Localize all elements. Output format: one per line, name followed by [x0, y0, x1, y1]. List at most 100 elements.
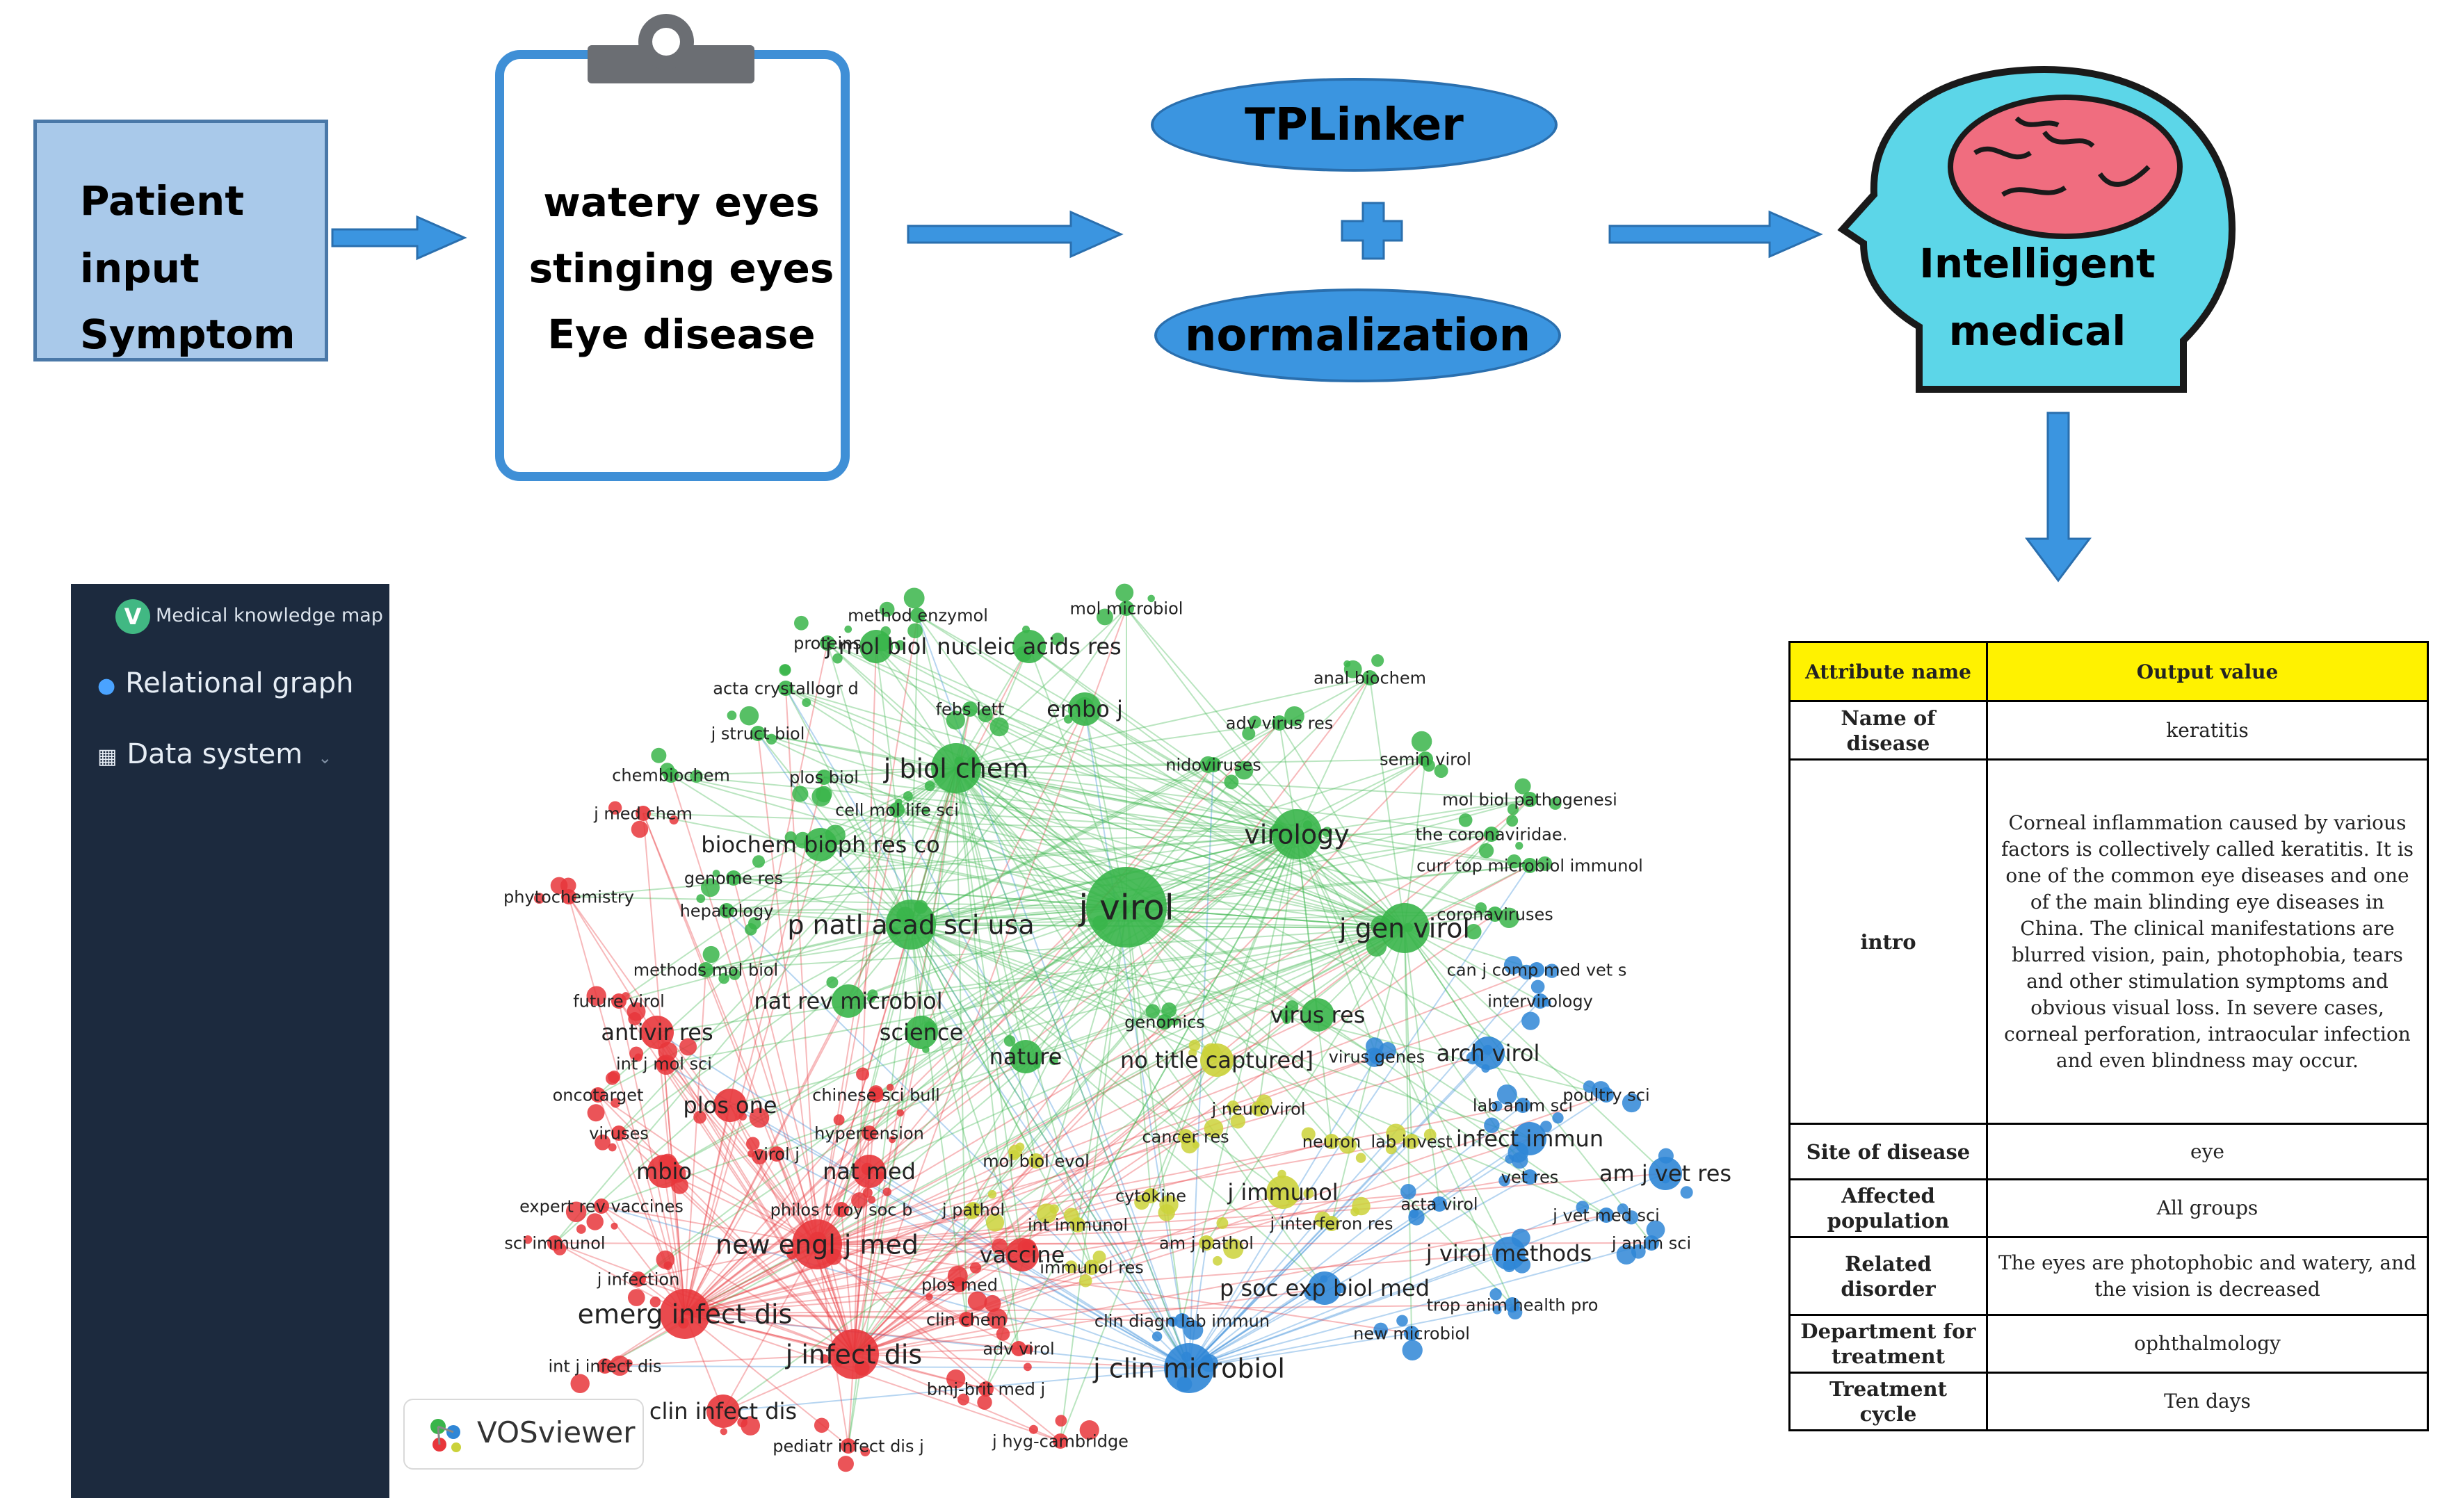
graph-node[interactable]	[1599, 1087, 1614, 1103]
graph-node-label[interactable]: nidoviruses	[1165, 755, 1261, 774]
graph-node-label[interactable]: coronaviruses	[1437, 904, 1553, 924]
graph-node[interactable]	[1308, 1271, 1341, 1305]
graph-node[interactable]	[1369, 1049, 1384, 1064]
graph-node[interactable]	[1178, 1129, 1193, 1144]
graph-node[interactable]	[952, 1277, 967, 1292]
graph-node[interactable]	[640, 1016, 674, 1049]
graph-node[interactable]	[859, 630, 893, 663]
graph-node[interactable]	[1324, 1216, 1339, 1231]
graph-node[interactable]	[962, 701, 978, 717]
graph-node-label[interactable]: mbio	[636, 1158, 692, 1185]
graph-node[interactable]	[978, 1381, 994, 1397]
graph-node[interactable]	[1200, 1043, 1234, 1077]
graph-node-label[interactable]: anal biochem	[1314, 668, 1426, 688]
graph-node[interactable]	[1324, 1134, 1339, 1149]
graph-node[interactable]	[769, 1146, 784, 1162]
graph-node[interactable]	[1084, 1260, 1099, 1275]
graph-node[interactable]	[597, 1358, 613, 1374]
graph-node-label[interactable]: plos biol	[789, 767, 859, 787]
graph-node-label[interactable]: chinese sci bull	[812, 1085, 940, 1105]
graph-node-label[interactable]: nat med	[823, 1158, 916, 1185]
graph-node[interactable]	[778, 681, 793, 696]
graph-node[interactable]	[726, 870, 741, 886]
graph-node[interactable]	[1009, 1040, 1042, 1073]
graph-node[interactable]	[1522, 858, 1537, 873]
graph-node[interactable]	[1157, 1014, 1172, 1030]
graph-node[interactable]	[631, 1271, 646, 1287]
graph-node-label[interactable]: new microbiol	[1353, 1324, 1470, 1343]
graph-node[interactable]	[1206, 757, 1221, 772]
graph-node-label[interactable]: biochem bioph res co	[701, 831, 939, 858]
graph-node-label[interactable]: genome res	[684, 868, 783, 888]
graph-node[interactable]	[594, 1198, 609, 1214]
graph-node-label[interactable]: no title captured]	[1120, 1047, 1314, 1073]
graph-node[interactable]	[1533, 993, 1548, 1009]
graph-node-label[interactable]: j vet med sci	[1552, 1205, 1660, 1225]
graph-node-label[interactable]: hypertension	[814, 1123, 924, 1143]
graph-node-label[interactable]: j infection	[597, 1269, 680, 1289]
graph-node[interactable]	[1005, 1238, 1039, 1271]
graph-node-label[interactable]: j pathol	[941, 1200, 1005, 1219]
graph-node-label[interactable]: neuron	[1302, 1132, 1361, 1151]
graph-node-label[interactable]: bmj-brit med j	[927, 1379, 1045, 1399]
graph-node-label[interactable]: lab invest	[1371, 1132, 1453, 1151]
graph-node[interactable]	[719, 903, 734, 918]
graph-node[interactable]	[1471, 1037, 1505, 1070]
graph-node[interactable]	[1492, 1237, 1526, 1270]
graph-node[interactable]	[647, 1155, 681, 1188]
graph-node-label[interactable]: virus res	[1270, 1002, 1366, 1028]
graph-node-label[interactable]: p soc exp biol med	[1220, 1275, 1430, 1301]
graph-node[interactable]	[590, 1087, 606, 1103]
graph-node[interactable]	[1513, 1122, 1546, 1155]
graph-node-label[interactable]: j clin microbiol	[1092, 1353, 1285, 1383]
graph-node[interactable]	[1404, 1134, 1419, 1149]
graph-node-label[interactable]: clin chem	[926, 1310, 1007, 1329]
graph-node[interactable]	[636, 806, 651, 821]
graph-node[interactable]	[889, 802, 905, 818]
graph-node[interactable]	[868, 1087, 884, 1103]
graph-node[interactable]	[660, 1289, 710, 1339]
graph-node-label[interactable]: adv virus res	[1226, 713, 1333, 733]
graph-node[interactable]	[1174, 1313, 1190, 1328]
graph-node[interactable]	[1522, 1169, 1537, 1185]
graph-node-label[interactable]: methods mol biol	[633, 960, 778, 979]
graph-node-label[interactable]: expert rev vaccines	[519, 1196, 684, 1216]
graph-node-label[interactable]: j infect dis	[785, 1339, 922, 1369]
graph-node[interactable]	[1143, 1188, 1158, 1203]
graph-node-label[interactable]: infect immun	[1456, 1125, 1603, 1152]
graph-node-label[interactable]: adv virol	[983, 1339, 1054, 1358]
graph-node[interactable]	[1649, 1157, 1682, 1190]
graph-node[interactable]	[1515, 1098, 1530, 1113]
graph-node[interactable]	[1070, 1217, 1085, 1233]
graph-node-label[interactable]: semin virol	[1380, 749, 1471, 769]
graph-node-label[interactable]: pediatr infect dis j	[773, 1436, 924, 1456]
graph-node[interactable]	[910, 608, 926, 623]
graph-node[interactable]	[1068, 692, 1101, 726]
graph-node[interactable]	[1011, 1341, 1026, 1356]
graph-node-label[interactable]: mol microbiol	[1070, 599, 1183, 618]
graph-node[interactable]	[959, 1312, 974, 1327]
graph-node[interactable]	[656, 1056, 672, 1071]
graph-node-label[interactable]: j interferon res	[1270, 1214, 1393, 1233]
graph-node-label[interactable]: vet res	[1501, 1167, 1559, 1187]
graph-node[interactable]	[829, 1329, 879, 1379]
graph-node-label[interactable]: genomics	[1124, 1012, 1205, 1032]
graph-node-label[interactable]: arch virol	[1437, 1040, 1540, 1066]
graph-node-label[interactable]: plos med	[921, 1275, 998, 1294]
graph-node-label[interactable]: j immunol	[1227, 1179, 1338, 1205]
graph-node[interactable]	[611, 993, 627, 1009]
graph-node-label[interactable]: j hyg-cambridge	[992, 1431, 1129, 1451]
graph-node-label[interactable]: immunol res	[1040, 1258, 1143, 1277]
graph-node-label[interactable]: sci immunol	[504, 1233, 605, 1253]
graph-node[interactable]	[1199, 1235, 1214, 1251]
graph-node-label[interactable]: acta crystallogr d	[713, 678, 859, 698]
graph-node-label[interactable]: j mol biol	[825, 633, 928, 660]
graph-node[interactable]	[1086, 867, 1167, 948]
graph-node-label[interactable]: method enzymol	[848, 605, 988, 625]
graph-node[interactable]	[834, 1202, 849, 1217]
graph-node[interactable]	[1251, 1101, 1266, 1116]
graph-node[interactable]	[1484, 827, 1499, 842]
graph-node-label[interactable]: j struct biol	[711, 724, 805, 743]
graph-node[interactable]	[1362, 670, 1377, 685]
